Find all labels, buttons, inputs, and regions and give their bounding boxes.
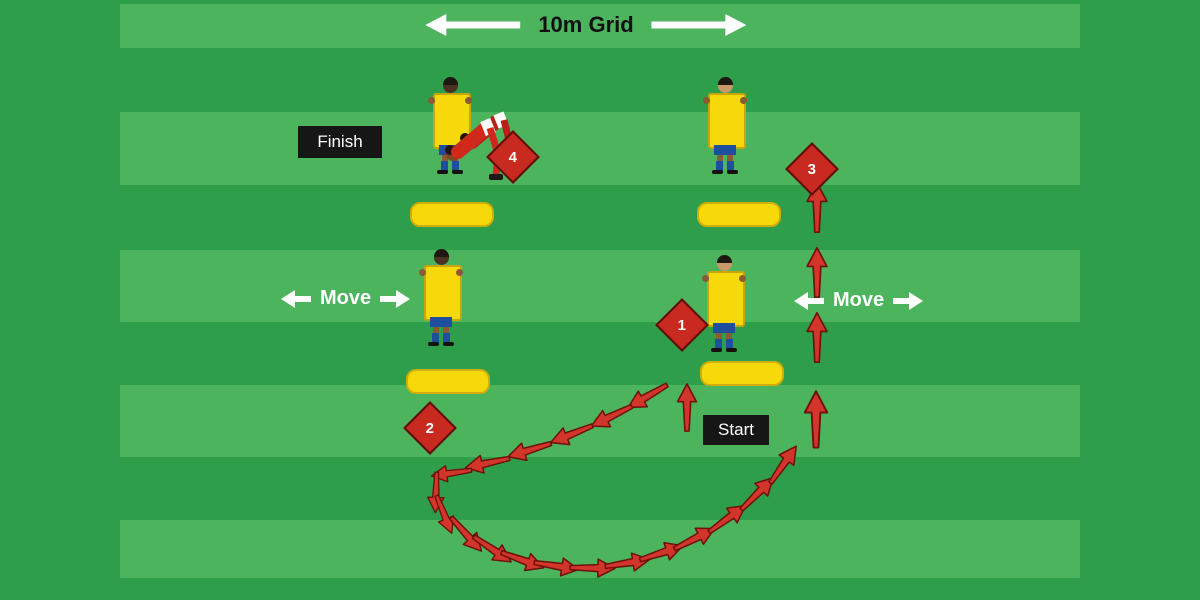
field-stripe <box>120 520 1080 578</box>
path-arrow-icon <box>426 470 445 514</box>
ground-pad <box>406 369 490 394</box>
move-indicator-left: Move <box>281 287 411 310</box>
player-head <box>717 255 732 271</box>
start-label: Start <box>703 415 769 445</box>
player-head <box>443 77 458 93</box>
player-head <box>434 249 449 265</box>
ground-pad <box>697 202 781 227</box>
player-hand <box>465 97 472 104</box>
left-arrow-icon <box>425 14 521 36</box>
move-label: Move <box>833 289 885 311</box>
checkpoint-4-number: 4 <box>508 148 518 166</box>
path-arrow-icon <box>429 461 474 485</box>
checkpoint-3-number: 3 <box>807 160 817 178</box>
player-head <box>718 77 733 93</box>
ground-pad <box>700 361 784 386</box>
field-stripe <box>120 112 1080 185</box>
player-with-shield <box>702 255 746 352</box>
start-label-text: Start <box>718 420 754 439</box>
field-stripe <box>120 4 1080 48</box>
right-arrow-icon <box>651 14 747 36</box>
finish-label: Finish <box>298 126 382 158</box>
left-arrow-icon <box>281 289 311 308</box>
field-stripe <box>120 250 1080 322</box>
left-arrow-icon <box>794 291 824 310</box>
right-arrow-icon <box>893 291 924 310</box>
ground-pad <box>410 202 494 227</box>
path-arrow-icon <box>733 470 781 518</box>
move-label: Move <box>320 287 372 309</box>
player-with-shield <box>419 249 463 346</box>
right-arrow-icon <box>380 289 411 308</box>
grid-width-text: 10m Grid <box>538 12 634 37</box>
field-stripe <box>120 385 1080 457</box>
grid-width-indicator: 10m Grid <box>425 12 747 38</box>
checkpoint-1-number: 1 <box>677 316 687 334</box>
player-hand <box>428 97 435 104</box>
player-with-shield <box>703 77 747 174</box>
checkpoint-2-number: 2 <box>425 419 435 437</box>
move-indicator-right: Move <box>794 289 924 312</box>
finish-label-text: Finish <box>317 132 363 151</box>
